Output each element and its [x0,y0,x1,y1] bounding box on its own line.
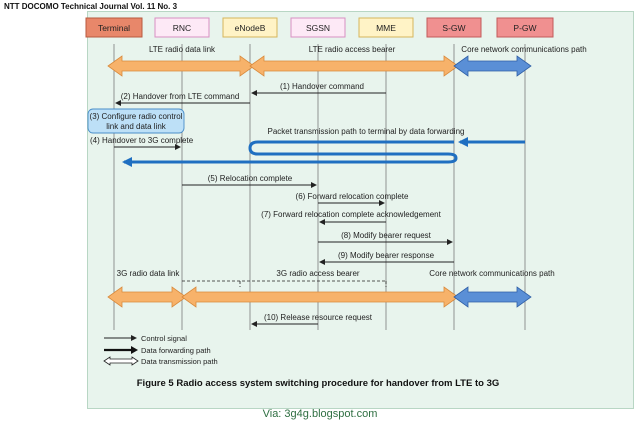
node-sgsn: SGSN [290,17,346,38]
msg-4-label: (4) Handover to 3G complete [90,136,194,145]
legend-transmission-swatch [103,356,139,366]
diagram-panel [87,11,634,409]
svg-text:MME: MME [376,23,396,33]
msg-2-label: (2) Handover from LTE command [121,92,240,101]
svg-text:eNodeB: eNodeB [235,23,266,33]
msg-6-label: (6) Forward relocation complete [296,192,409,201]
legend-transmission-path: Data transmission path [141,357,218,366]
svg-text:SGSN: SGSN [306,23,330,33]
arrow-lte-radio-data-link [107,55,255,77]
arrow-core-path-bottom [453,286,532,308]
step-3-box [87,108,185,134]
step-3-line2: link and data link [106,122,167,131]
svg-text:S-GW: S-GW [442,23,465,33]
arrow-core-path-top [453,55,532,77]
label-core-path-bottom: Core network communications path [429,269,554,278]
arrow-lte-radio-access-bearer [249,55,459,77]
node-terminal: Terminal [85,17,143,38]
legend-control-signal: Control signal [141,334,187,343]
label-core-path-top: Core network communications path [461,45,586,54]
arrow-3g-radio-access-bearer [181,286,459,308]
journal-header: NTT DOCOMO Technical Journal Vol. 11 No.… [4,2,178,11]
label-lte-radio-data-link: LTE radio data link [149,45,216,54]
label-3g-radio-data-link: 3G radio data link [117,269,181,278]
node-rnc: RNC [154,17,210,38]
forwarding-path [122,137,525,167]
node-enodeb: eNodeB [222,17,278,38]
label-lte-radio-access-bearer: LTE radio access bearer [309,45,396,54]
label-forwarding-path: Packet transmission path to terminal by … [268,127,465,136]
node-sgw: S-GW [426,17,482,38]
arrow-3g-radio-data-link [107,286,187,308]
figure-caption: Figure 5 Radio access system switching p… [137,378,500,389]
msg-8-label: (8) Modify bearer request [341,231,432,240]
legend-forwarding-path: Data forwarding path [141,346,211,355]
msg-5-label: (5) Relocation complete [208,174,293,183]
bracket-3g-access-bearer [182,280,387,287]
legend: Control signal Data forwarding path Data… [103,334,218,366]
svg-text:Terminal: Terminal [98,23,130,33]
svg-text:P-GW: P-GW [513,23,536,33]
msg-10-label: (10) Release resource request [264,313,373,322]
node-mme: MME [358,17,414,38]
msg-1-label: (1) Handover command [280,82,364,91]
step-3-line1: (3) Configure radio control [90,112,183,121]
source-credit: Via: 3g4g.blogspot.com [262,408,378,420]
svg-text:RNC: RNC [173,23,191,33]
msg-7-label: (7) Forward relocation complete acknowle… [261,210,441,219]
label-3g-radio-access-bearer: 3G radio access bearer [276,269,359,278]
msg-9-label: (9) Modify bearer response [338,251,435,260]
node-pgw: P-GW [496,17,554,38]
